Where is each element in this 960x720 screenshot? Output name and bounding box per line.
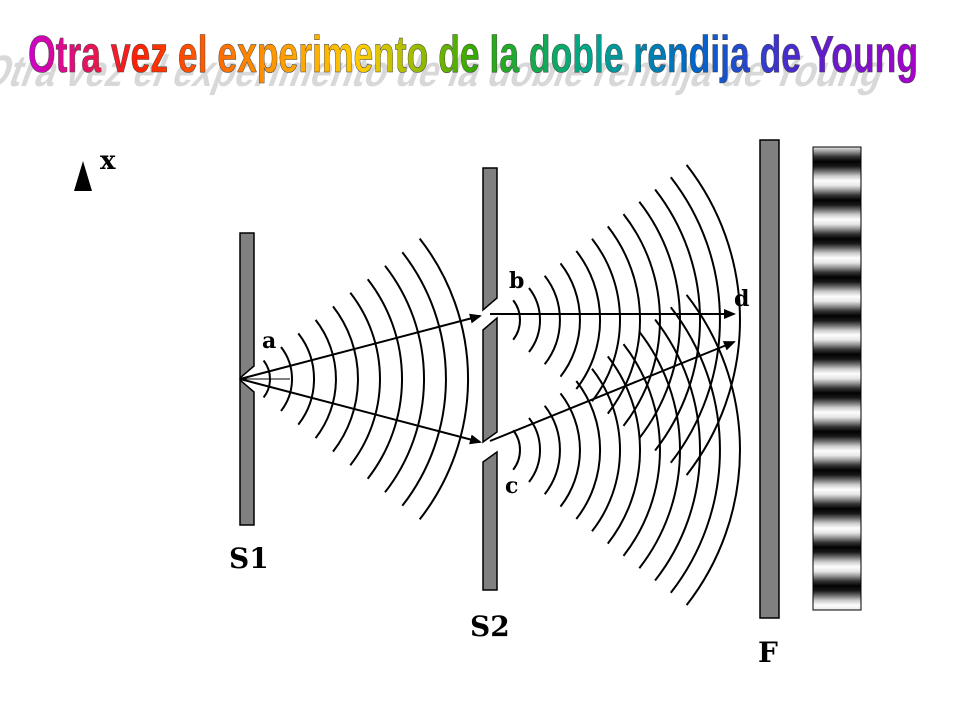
label-point-c: c [505, 473, 518, 499]
wavefront-arc [559, 392, 581, 508]
ray-c-to-d [489, 341, 736, 442]
label-point-d: d [734, 286, 749, 312]
title-shadow: Otra vez el experimento de la doble rend… [0, 46, 893, 95]
wavefront-arc [622, 343, 661, 557]
label-point-a: a [262, 328, 276, 354]
label-f: F [758, 636, 778, 669]
wavefront-arc [543, 405, 561, 495]
wavefront-arc [607, 225, 642, 415]
wavefronts-from-b [512, 164, 741, 476]
label-s2: S2 [470, 610, 510, 643]
wavefront-arc [528, 287, 542, 353]
wavefront-arc [512, 429, 521, 471]
wavefront-arc [575, 380, 601, 520]
wavefront-arc [654, 188, 702, 452]
wavefront-arc [575, 250, 601, 390]
wavefront-arc [654, 318, 702, 582]
barrier-s1 [239, 232, 255, 526]
wavefront-arc [280, 346, 294, 412]
wavefront-arc [512, 299, 521, 341]
screen-f [759, 139, 780, 619]
wavefront-arc [670, 306, 721, 594]
wavefront-arc [528, 417, 542, 483]
label-point-b: b [509, 268, 524, 294]
label-s1: S1 [229, 542, 269, 575]
wavefront-arc [559, 262, 581, 378]
wavefront-arc [670, 176, 721, 464]
wavefront-arc [543, 275, 561, 365]
wavefront-arc [384, 265, 426, 493]
wavefront-arc [401, 251, 447, 507]
wavefronts-from-s1 [262, 237, 469, 521]
wavefronts-from-c [512, 294, 741, 606]
wavefront-arc [607, 355, 642, 545]
wavefront-arc [638, 331, 681, 569]
wavefront-arc [591, 368, 621, 532]
title-banner: Otra vez el experimento de la doble rend… [0, 26, 918, 96]
x-axis-arrow-icon [74, 161, 92, 191]
wavefront-arc [314, 319, 337, 439]
wavefront-arc [622, 213, 661, 427]
wavefront-arc [591, 238, 621, 402]
interference-pattern [812, 146, 862, 611]
wavefront-arc [685, 164, 741, 476]
barrier-s2 [482, 167, 498, 591]
wavefront-arc [366, 278, 403, 480]
ray-a-to-b [239, 313, 482, 380]
page-title: Otra vez el experimento de la doble rend… [28, 26, 918, 84]
wavefront-arc [332, 305, 359, 453]
ray-a-to-c [239, 378, 482, 445]
wavefront-arc [297, 332, 316, 426]
wavefront-arc [418, 237, 469, 521]
wavefront-arc [685, 294, 741, 606]
wavefront-arc [349, 292, 381, 466]
x-axis-label: x [100, 146, 116, 176]
